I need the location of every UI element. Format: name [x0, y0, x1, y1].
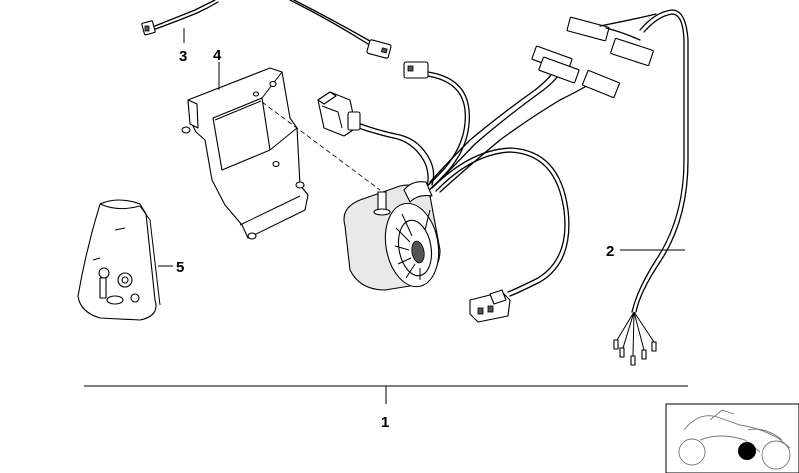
locator-thumbnail: [665, 403, 799, 473]
callout-4-label: 4: [213, 47, 222, 64]
motorcycle-outline-icon: [678, 409, 791, 470]
callout-5: 5: [158, 259, 184, 276]
assembly-dashed-line: [261, 101, 381, 191]
callout-4: 4: [213, 47, 222, 90]
location-marker: [738, 442, 756, 460]
callout-2-label: 2: [606, 243, 614, 260]
callout-1-label: 1: [381, 414, 389, 431]
part-5-hardware-pouch: [77, 199, 161, 321]
callout-2: 2: [606, 243, 685, 260]
callout-1: 1: [84, 385, 688, 431]
callout-3-label: 3: [179, 48, 187, 65]
part-2-long-cable: [613, 9, 689, 366]
callout-5-label: 5: [176, 259, 184, 276]
part-1-alarm-siren-harness: [289, 0, 657, 323]
part-3-small-cable: [141, 0, 219, 36]
part-4-bracket: [181, 67, 309, 240]
callout-3: 3: [179, 28, 187, 65]
